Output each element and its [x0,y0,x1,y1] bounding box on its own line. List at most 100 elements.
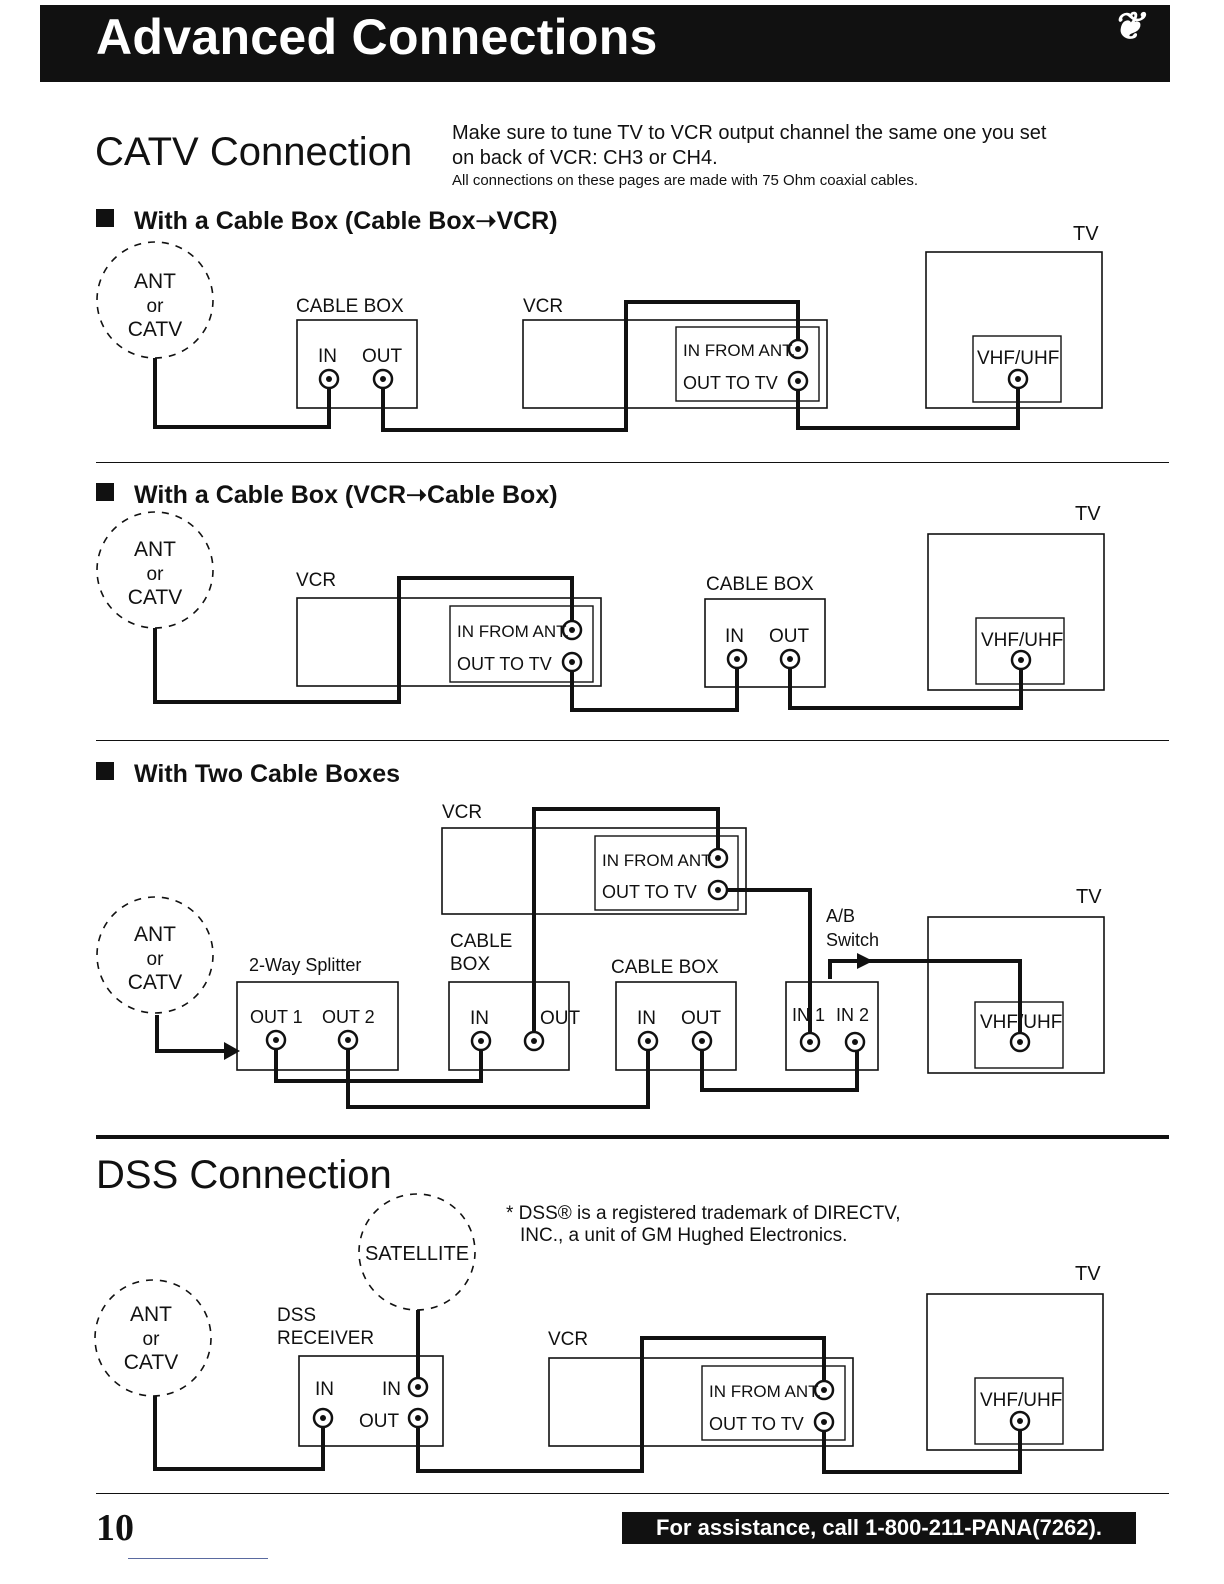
catv-note-line2: on back of VCR: CH3 or CH4. [452,147,718,169]
diagram-label: VHF/UHF [980,1390,1062,1411]
page-number: 10 [96,1507,134,1549]
diagram-label: Switch [826,930,879,950]
diagram-label: IN [315,1379,334,1400]
tv-label: TV [1075,503,1101,525]
cable-box [704,598,826,688]
diagram-label: IN FROM ANT. [602,851,714,870]
vcr-label: VCR [296,570,336,591]
diagram1-heading: With a Cable Box (Cable Box➝VCR) [96,206,558,236]
cable-box-label: CABLE BOX [706,574,814,595]
diagram3-heading: With Two Cable Boxes [96,760,400,789]
coax-cables [153,300,1020,432]
diagram-label: OUT TO TV [683,373,778,393]
diagram-label: IN FROM ANT. [709,1382,821,1401]
coaxial-note: All connections on these pages are made … [452,172,919,189]
diagram-label: OUT TO TV [709,1414,804,1434]
diagram-label: CATV [124,1351,178,1374]
coax-jack-icon [318,368,340,390]
diagram-label: RECEIVER [277,1328,374,1349]
dss-section-title: DSS Connection [96,1153,392,1197]
vcr-jack-panel [594,835,739,911]
footer-rule [128,1558,268,1559]
diagram-label: IN 2 [836,1005,869,1025]
diagram-label: ANT [130,1303,172,1326]
diagram-label: OUT [362,346,403,367]
coax-jack-icon [1009,1410,1031,1432]
cable-box-label: CABLE BOX [611,957,719,978]
dss-diagram: SATELLITE ANT or CATV DSS RECEIVER IN IN… [94,1193,1104,1474]
diagram3-two-cable-boxes: ANT or CATV VCR IN FROM ANT. OUT TO TV 2… [96,802,1105,1109]
diagram-label: SATELLITE [365,1243,469,1265]
ant-catv-circle: ANT or CATV [94,1279,212,1397]
diagram-label: ANT [134,270,176,293]
ab-switch-box [785,981,879,1071]
diagram-label: CATV [128,318,182,341]
tv-box [927,533,1105,691]
diagram-label: OUT TO TV [457,654,552,674]
trademark-note-line1: * DSS® is a registered trademark of DIRE… [506,1203,901,1224]
trademark-note-line2: INC., a unit of GM Hughed Electronics. [520,1225,848,1246]
tv-label: TV [1076,886,1102,908]
diagram-label: OUT [540,1008,581,1029]
coax-jack-icon [779,648,801,670]
coax-jack-icon [312,1407,334,1429]
bullet-square-icon [96,762,114,780]
diagram-label: VHF/UHF [977,348,1059,369]
corner-mark-icon: ❦ [1112,6,1144,48]
coax-jack-icon [1009,1031,1031,1053]
diagram-label: OUT [769,626,810,647]
section-divider [96,462,1169,463]
vcr-box [548,1357,854,1447]
coax-jack-icon [523,1030,545,1052]
coax-jack-icon [265,1029,287,1051]
tv-label: TV [1073,223,1099,245]
coax-jack-icon [691,1030,713,1052]
diagram-label: IN [382,1379,401,1400]
diagram-label: or [147,564,165,585]
vcr-jack-panel [675,326,820,402]
coax-jack-icon [407,1376,429,1398]
tv-box [927,916,1105,1074]
diagram-label: OUT 1 [250,1007,303,1027]
catv-section-title: CATV Connection [95,130,413,174]
vcr-jack-panel [449,605,594,683]
ab-switch-label: A/B [826,906,855,926]
bullet-square-icon [96,483,114,501]
ant-catv-circle: ANT or CATV [96,896,214,1014]
arrow-right-icon [857,953,873,969]
page-title: Advanced Connections [96,9,658,65]
assistance-banner: For assistance, call 1-800-211-PANA(7262… [622,1512,1136,1544]
diagram-label: IN [725,626,744,647]
diagram-label: OUT TO TV [602,882,697,902]
diagram-label: OUT 2 [322,1007,375,1027]
coax-jack-icon [372,368,394,390]
cable-box-1 [448,981,570,1071]
coax-jack-icon [787,370,809,392]
diagram-label: IN [318,346,337,367]
diagram1-cablebox-to-vcr: ANT or CATV CABLE BOX IN OUT VCR IN FROM… [96,223,1103,432]
diagram-label: CATV [128,586,182,609]
coax-jack-icon [407,1407,429,1429]
diagram-label: IN FROM ANT. [683,341,795,360]
diagram-label: or [147,949,165,970]
coax-jack-icon [337,1029,359,1051]
dss-receiver-box [298,1355,444,1447]
coax-jack-icon [726,648,748,670]
header-bar [40,5,1170,82]
bullet-square-icon [96,209,114,227]
section-divider-thick [96,1135,1169,1139]
diagram-label: IN [470,1008,489,1029]
diagram-label: OUT [681,1008,722,1029]
coax-jack-icon [813,1411,835,1433]
vcr-box [441,827,747,915]
diagram-label: IN FROM ANT. [457,622,569,641]
vcr-label: VCR [523,296,563,317]
section-divider [96,740,1169,741]
coax-jack-icon [637,1030,659,1052]
diagram-label: CATV [128,971,182,994]
coax-jack-icon [470,1030,492,1052]
diagram-label: ANT [134,923,176,946]
coax-jack-icon [1010,649,1032,671]
splitter-label: 2-Way Splitter [249,955,361,975]
coax-jack-icon [561,651,583,673]
